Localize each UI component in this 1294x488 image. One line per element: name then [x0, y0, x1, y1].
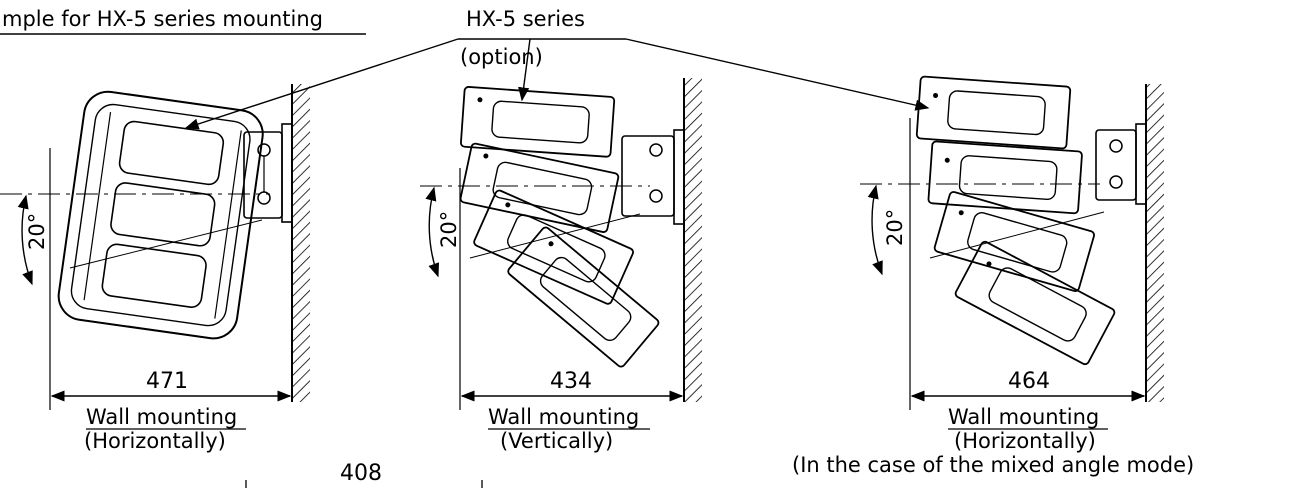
- speaker-module-3: [933, 191, 1095, 292]
- caption: Wall mounting: [948, 405, 1099, 429]
- width-label: 434: [550, 369, 592, 394]
- bottom-dimension: 408: [340, 461, 382, 486]
- wall-bracket: [1095, 123, 1147, 205]
- speaker-module-2: [459, 142, 620, 233]
- width-label: 464: [1008, 369, 1050, 394]
- angle-label: 20°: [437, 211, 461, 248]
- angle-label: 20°: [25, 213, 49, 250]
- sub-caption: (Vertically): [500, 429, 613, 453]
- callout-leader-right: [625, 38, 930, 111]
- figure-mixed: 20° 464 Wall mounting (Horizontally) (In…: [792, 75, 1194, 477]
- angle-tilt-line: [69, 219, 263, 269]
- wall-bracket: [243, 123, 293, 223]
- speaker-module-4: [507, 226, 660, 368]
- callout-leader-middle: [518, 38, 531, 102]
- angle-tilt-line: [469, 213, 641, 259]
- mixed-mode-note: (In the case of the mixed angle mode): [792, 453, 1194, 477]
- caption: Wall mounting: [488, 405, 639, 429]
- sub-caption: (Horizontally): [954, 429, 1096, 453]
- caption: Wall mounting: [86, 405, 237, 429]
- width-label: 471: [146, 369, 188, 394]
- sub-caption: (Horizontally): [84, 429, 226, 453]
- speaker-module-1: [460, 86, 616, 158]
- angle-label: 20°: [883, 209, 907, 246]
- speaker-module-4: [954, 240, 1116, 366]
- figure-vertical: 20° 434 Wall mounting (Vertically): [420, 78, 702, 453]
- figure-horizontal: 20° 471 Wall mounting (Horizontally): [0, 84, 310, 453]
- angle-arc: [17, 194, 33, 286]
- callout-line2: (option): [460, 45, 543, 69]
- speaker-module-3: [473, 189, 634, 305]
- wall-hatch: [292, 84, 310, 402]
- heading: mple for HX-5 series mounting: [2, 7, 323, 31]
- wall-bracket: [621, 129, 685, 225]
- wall-hatch: [1146, 84, 1164, 402]
- wall-hatch: [684, 78, 702, 402]
- angle-arc: [425, 186, 440, 278]
- angle-tilt-line: [929, 211, 1105, 259]
- speaker-horizontal: [57, 90, 264, 340]
- callout-line1: HX-5 series: [466, 7, 585, 31]
- angle-arc: [867, 184, 883, 276]
- speaker-module-2: [927, 140, 1083, 215]
- speaker-module-1: [915, 75, 1072, 150]
- callout-leader-left: [184, 38, 459, 130]
